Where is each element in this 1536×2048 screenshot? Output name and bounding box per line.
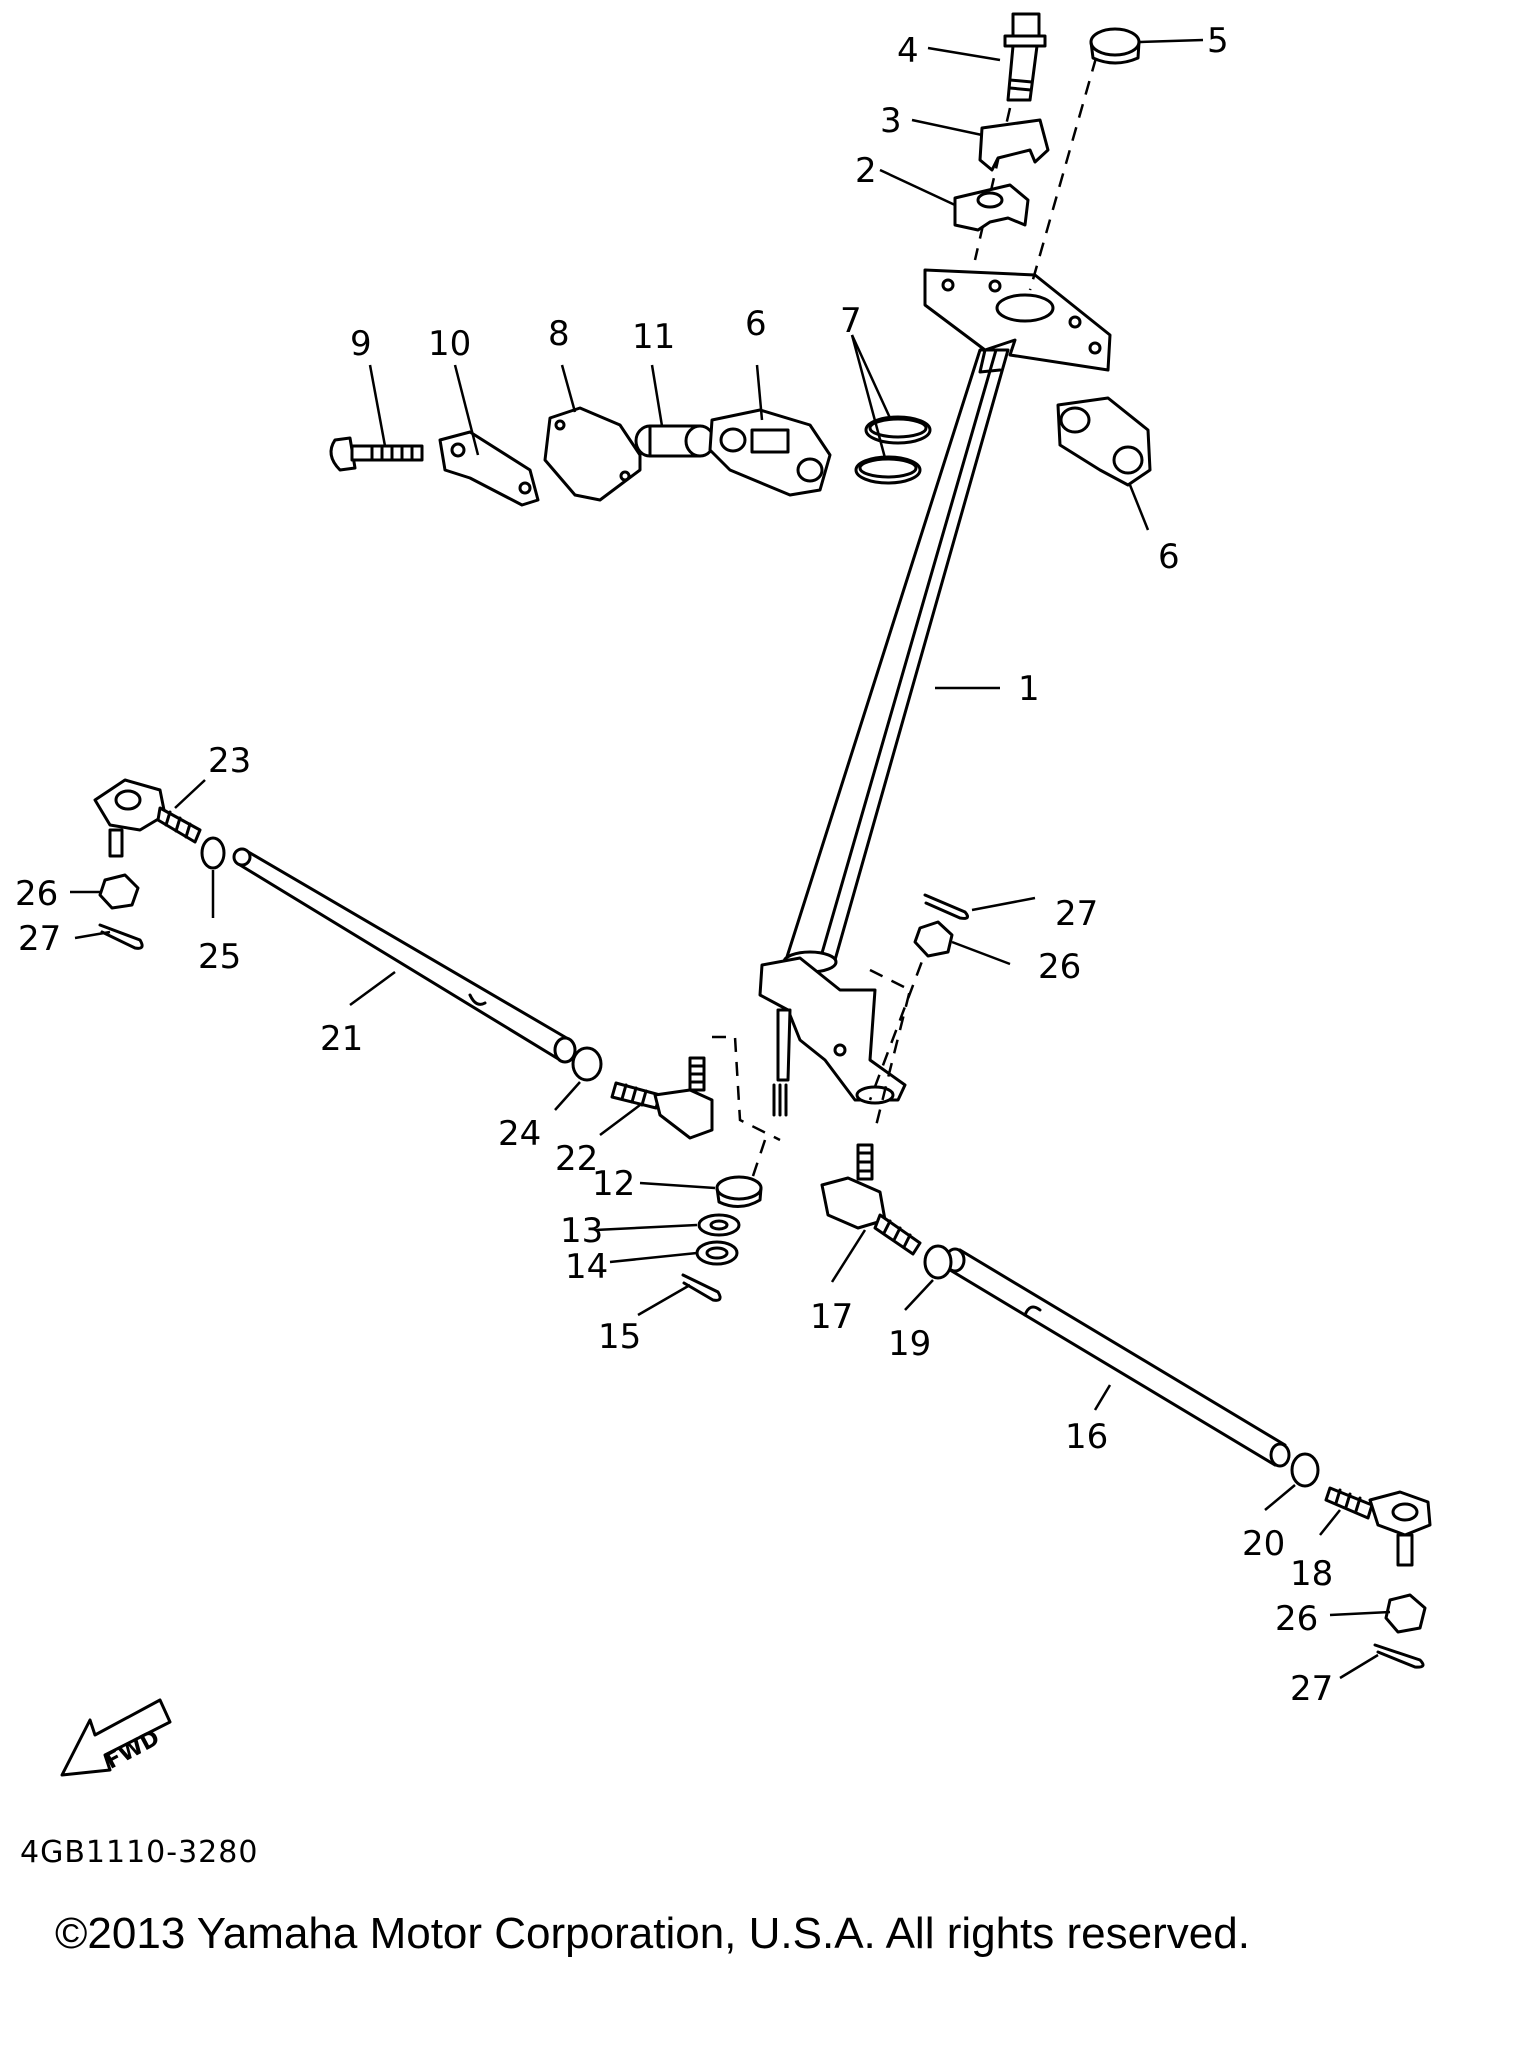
tie-rod-left bbox=[232, 847, 577, 1064]
part-26-nut-center bbox=[913, 920, 954, 958]
callout-27-right: 27 bbox=[1290, 1669, 1333, 1709]
callout-6-right: 6 bbox=[1158, 537, 1180, 577]
callout-5: 5 bbox=[1207, 21, 1229, 61]
part-6-bushing-left bbox=[708, 408, 832, 497]
callout-3: 3 bbox=[880, 101, 902, 141]
callout-12: 12 bbox=[592, 1164, 635, 1204]
callout-6-left: 6 bbox=[745, 304, 767, 344]
part-7-rings bbox=[854, 415, 932, 485]
part-27-pin-right bbox=[1373, 1643, 1425, 1669]
callout-20: 20 bbox=[1242, 1524, 1285, 1564]
part-23-tie-rod-end bbox=[93, 778, 202, 858]
callout-2: 2 bbox=[855, 151, 877, 191]
part-11-collar bbox=[634, 424, 716, 458]
callout-21: 21 bbox=[320, 1019, 363, 1059]
part-8-bracket bbox=[543, 406, 642, 502]
callout-8: 8 bbox=[548, 314, 570, 354]
part-25-nut bbox=[200, 836, 226, 870]
part-27-pin-left bbox=[98, 923, 144, 950]
part-10-plate bbox=[438, 430, 540, 507]
part-20-nut bbox=[1290, 1452, 1320, 1488]
callout-19: 19 bbox=[888, 1324, 931, 1364]
callout-23: 23 bbox=[208, 741, 251, 781]
callout-26-center: 26 bbox=[1038, 947, 1081, 987]
tie-rod-right bbox=[944, 1247, 1291, 1468]
callout-16: 16 bbox=[1065, 1417, 1108, 1457]
callout-24: 24 bbox=[498, 1114, 541, 1154]
callout-22: 22 bbox=[555, 1139, 598, 1179]
callout-14: 14 bbox=[565, 1247, 608, 1287]
callout-13: 13 bbox=[560, 1211, 603, 1251]
part-13-washer bbox=[697, 1213, 741, 1237]
callout-27-left: 27 bbox=[18, 919, 61, 959]
callout-18: 18 bbox=[1290, 1554, 1333, 1594]
fwd-arrow-icon: FWD bbox=[60, 1698, 172, 1777]
callout-26-left: 26 bbox=[15, 874, 58, 914]
leader-lines bbox=[70, 38, 1391, 1680]
part-12-nut bbox=[715, 1175, 763, 1208]
part-5-cap bbox=[1089, 27, 1141, 57]
callout-11: 11 bbox=[632, 317, 675, 357]
part-9-bolt bbox=[329, 436, 424, 472]
part-18-tie-rod-end bbox=[1324, 1486, 1432, 1567]
part-6-bushing-right bbox=[1056, 396, 1152, 487]
part-code: 4GB1110-3280 bbox=[20, 1835, 258, 1870]
part-3-upper-clamp bbox=[978, 118, 1050, 172]
lower-steering-arm bbox=[758, 956, 907, 1117]
callout-10: 10 bbox=[428, 324, 471, 364]
part-26-nut-right bbox=[1384, 1593, 1427, 1634]
callout-9: 9 bbox=[350, 324, 372, 364]
part-26-nut-left bbox=[98, 873, 140, 910]
part-27-pin-center bbox=[923, 893, 970, 920]
callout-26-right: 26 bbox=[1275, 1599, 1318, 1639]
callout-1: 1 bbox=[1018, 669, 1040, 709]
part-19-nut bbox=[923, 1244, 953, 1280]
callout-4: 4 bbox=[897, 31, 919, 71]
part-14-washer bbox=[695, 1240, 739, 1266]
part-24-nut bbox=[571, 1046, 603, 1082]
callout-15: 15 bbox=[598, 1317, 641, 1357]
callout-27-center: 27 bbox=[1055, 894, 1098, 934]
callout-17: 17 bbox=[810, 1297, 853, 1337]
callout-7: 7 bbox=[840, 301, 862, 341]
upper-bracket bbox=[923, 268, 1112, 374]
steering-shaft bbox=[782, 348, 1010, 974]
part-15-cotter-pin bbox=[681, 1273, 722, 1302]
callout-labels: 1 2 3 4 5 6 6 7 8 9 10 11 12 13 14 15 16… bbox=[15, 21, 1333, 1709]
callout-25: 25 bbox=[198, 937, 241, 977]
part-22-tie-rod-end bbox=[610, 1056, 714, 1140]
part-4-bolt bbox=[1003, 12, 1047, 102]
copyright-notice: ©2013 Yamaha Motor Corporation, U.S.A. A… bbox=[55, 1909, 1250, 1958]
part-17-tie-rod-end bbox=[820, 1143, 922, 1256]
